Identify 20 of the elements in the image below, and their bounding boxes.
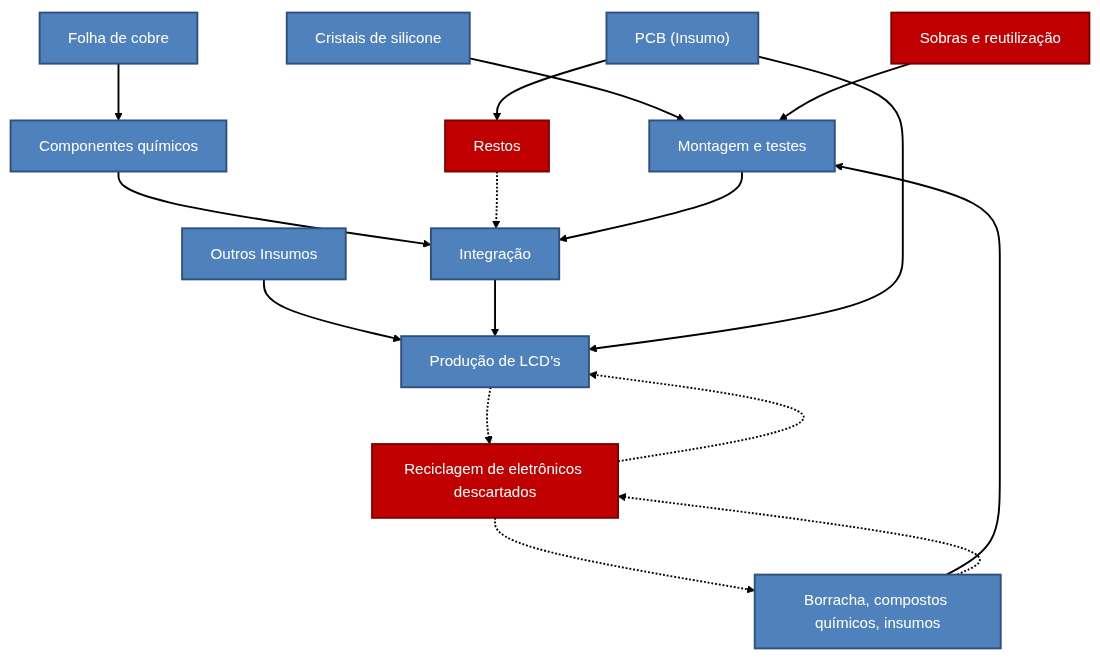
arrow [490, 278, 500, 337]
arrow [492, 170, 501, 229]
node-box: Montagem e testes [648, 119, 836, 173]
node-box: PCB (Insumo) [605, 11, 760, 65]
arrow [588, 55, 904, 353]
node-box: Folha de cobre [38, 11, 199, 65]
node-box: Reciclagem de eletrônicos descartados [371, 443, 619, 519]
arrow [484, 386, 493, 445]
node-box: Outros Insumos [181, 227, 347, 281]
arrow [834, 162, 1001, 576]
node-box: Integração [429, 227, 561, 281]
node-box: Produção de LCD’s [400, 335, 590, 389]
node-box: Sobras e reutilização [890, 11, 1091, 65]
node-box: Restos [444, 119, 550, 173]
node-box: Cristais de silicone [285, 11, 471, 65]
arrow [588, 371, 805, 463]
node-box: Borracha, compostos químicos, insumos [753, 573, 1002, 650]
arrow [262, 278, 402, 343]
node-box: Componentes químicos [9, 119, 228, 173]
arrow [114, 62, 123, 121]
